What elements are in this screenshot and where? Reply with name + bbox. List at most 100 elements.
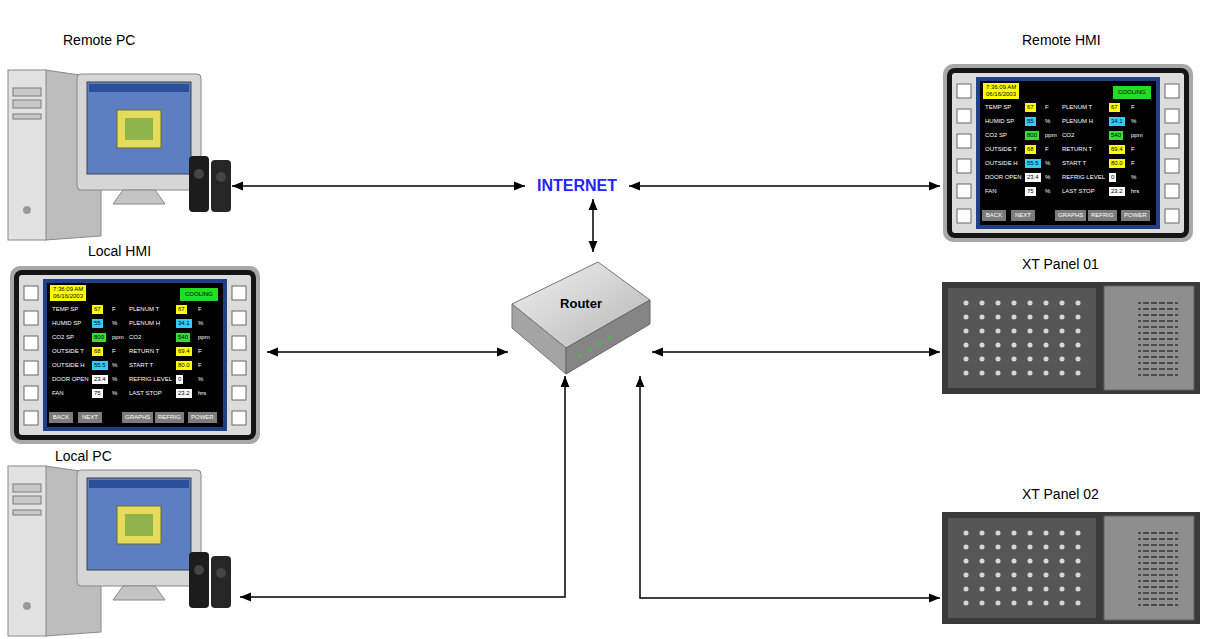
- screen-unit: F: [198, 348, 202, 355]
- remote-pc-picture: [8, 70, 231, 240]
- screen-name: FAN: [52, 390, 64, 397]
- screen-unit: F: [1131, 146, 1135, 153]
- router-node: Router: [508, 252, 652, 376]
- screen-value: 80.0: [176, 361, 192, 370]
- screen-unit: ppm: [198, 334, 210, 341]
- screen-name: OUTSIDE H: [52, 362, 85, 369]
- screen-value: 67: [176, 305, 187, 314]
- router-picture: [512, 262, 650, 374]
- screen-name: CO2 SP: [52, 334, 74, 341]
- screen-name: CO2 SP: [985, 132, 1007, 139]
- device-label: Remote HMI: [1022, 32, 1101, 48]
- screen-value: 23.2: [1109, 187, 1125, 196]
- screen-value: 0: [1109, 173, 1116, 182]
- router-label: Router: [560, 296, 602, 311]
- screen-button: GRAPHS: [1055, 210, 1086, 221]
- network-link: [640, 376, 940, 598]
- clock-text: 06/16/2003: [986, 91, 1016, 98]
- screen-name: OUTSIDE T: [52, 348, 84, 355]
- screen-unit: F: [1045, 146, 1049, 153]
- screen-name: LAST STOP: [129, 390, 162, 397]
- clock-text: 06/16/2003: [53, 293, 83, 300]
- internet-node: INTERNET: [525, 173, 629, 199]
- screen-value: 55.5: [1025, 159, 1041, 168]
- screen-name: LAST STOP: [1062, 188, 1095, 195]
- screen-value: 0: [176, 375, 183, 384]
- router-led: [588, 348, 591, 351]
- router-front: [566, 300, 650, 374]
- screen-value: 540: [176, 333, 190, 342]
- screen-value: 800: [1025, 131, 1039, 140]
- screen-button: BACK: [49, 412, 73, 423]
- screen-value: 75: [92, 389, 103, 398]
- screen-unit: hrs: [198, 390, 206, 397]
- device-label: Local HMI: [88, 243, 151, 259]
- screen-name: HUMID SP: [985, 118, 1014, 125]
- screen-value: 34.1: [1109, 117, 1125, 126]
- screen-unit: %: [112, 376, 117, 383]
- device-label: XT Panel 01: [1022, 256, 1099, 272]
- screen-name: START T: [1062, 160, 1086, 167]
- screen-value: 800: [92, 333, 106, 342]
- screen-unit: ppm: [112, 334, 124, 341]
- screen-unit: %: [112, 362, 117, 369]
- router-led: [608, 336, 611, 339]
- router-led: [578, 354, 581, 357]
- screen-value: 69.4: [176, 347, 192, 356]
- screen-value: 75: [1025, 187, 1036, 196]
- panel-node: XT Panel 01: [940, 252, 1202, 396]
- device-label: Local PC: [55, 448, 112, 464]
- clock-text: 7:36:09 AM: [986, 84, 1016, 91]
- screen-unit: %: [1131, 118, 1136, 125]
- clock-display: 7:36:09 AM06/16/2003: [983, 83, 1019, 99]
- screen-unit: F: [198, 306, 202, 313]
- screen-value: 67: [92, 305, 103, 314]
- screen-button: POWER: [188, 412, 217, 423]
- screen-name: PLENUM H: [129, 320, 160, 327]
- screen-value: 68: [92, 347, 103, 356]
- screen-name: DOOR OPEN: [52, 376, 89, 383]
- screen-unit: F: [1045, 104, 1049, 111]
- screen-unit: F: [198, 362, 202, 369]
- screen-name: TEMP SP: [52, 306, 78, 313]
- device-label: Remote PC: [63, 32, 135, 48]
- screen-value: 68: [1025, 145, 1036, 154]
- screen-value: 55: [1025, 117, 1036, 126]
- screen-unit: %: [112, 390, 117, 397]
- screen-name: RETURN T: [1062, 146, 1092, 153]
- screen-name: CO2: [1062, 132, 1074, 139]
- screen-name: PLENUM T: [129, 306, 159, 313]
- screen-value: 67: [1025, 103, 1036, 112]
- screen-name: HUMID SP: [52, 320, 81, 327]
- clock-text: 7:36:09 AM: [53, 286, 83, 293]
- screen-name: DOOR OPEN: [985, 174, 1022, 181]
- screen-value: 540: [1109, 131, 1123, 140]
- network-link: [652, 351, 940, 353]
- screen-name: RETURN T: [129, 348, 159, 355]
- router-led: [598, 342, 601, 345]
- computer-node: Local PC: [5, 446, 240, 637]
- screen-value: 23.4: [92, 375, 108, 384]
- network-link: [592, 199, 594, 252]
- screen-button: NEXT: [1011, 210, 1035, 221]
- network-label: INTERNET: [537, 177, 617, 195]
- screen-unit: %: [1045, 160, 1050, 167]
- screen-button: REFRIG: [1088, 210, 1117, 221]
- screen-button: BACK: [982, 210, 1006, 221]
- screen-name: START T: [129, 362, 153, 369]
- screen-unit: %: [198, 376, 203, 383]
- screen-unit: hrs: [1131, 188, 1139, 195]
- network-link: [232, 185, 525, 187]
- screen-unit: %: [1131, 174, 1136, 181]
- network-link: [629, 185, 940, 187]
- screen-unit: F: [112, 306, 116, 313]
- screen-name: CO2: [129, 334, 141, 341]
- computer-node: Remote PC: [5, 26, 232, 242]
- screen-status: COOLING: [180, 288, 218, 301]
- screen-button: NEXT: [78, 412, 102, 423]
- screen-button: GRAPHS: [122, 412, 153, 423]
- screen-button: REFRIG: [155, 412, 184, 423]
- screen-value: 55.5: [92, 361, 108, 370]
- remote-hmi-picture: [943, 64, 1193, 242]
- panel-02-picture: [942, 512, 1200, 624]
